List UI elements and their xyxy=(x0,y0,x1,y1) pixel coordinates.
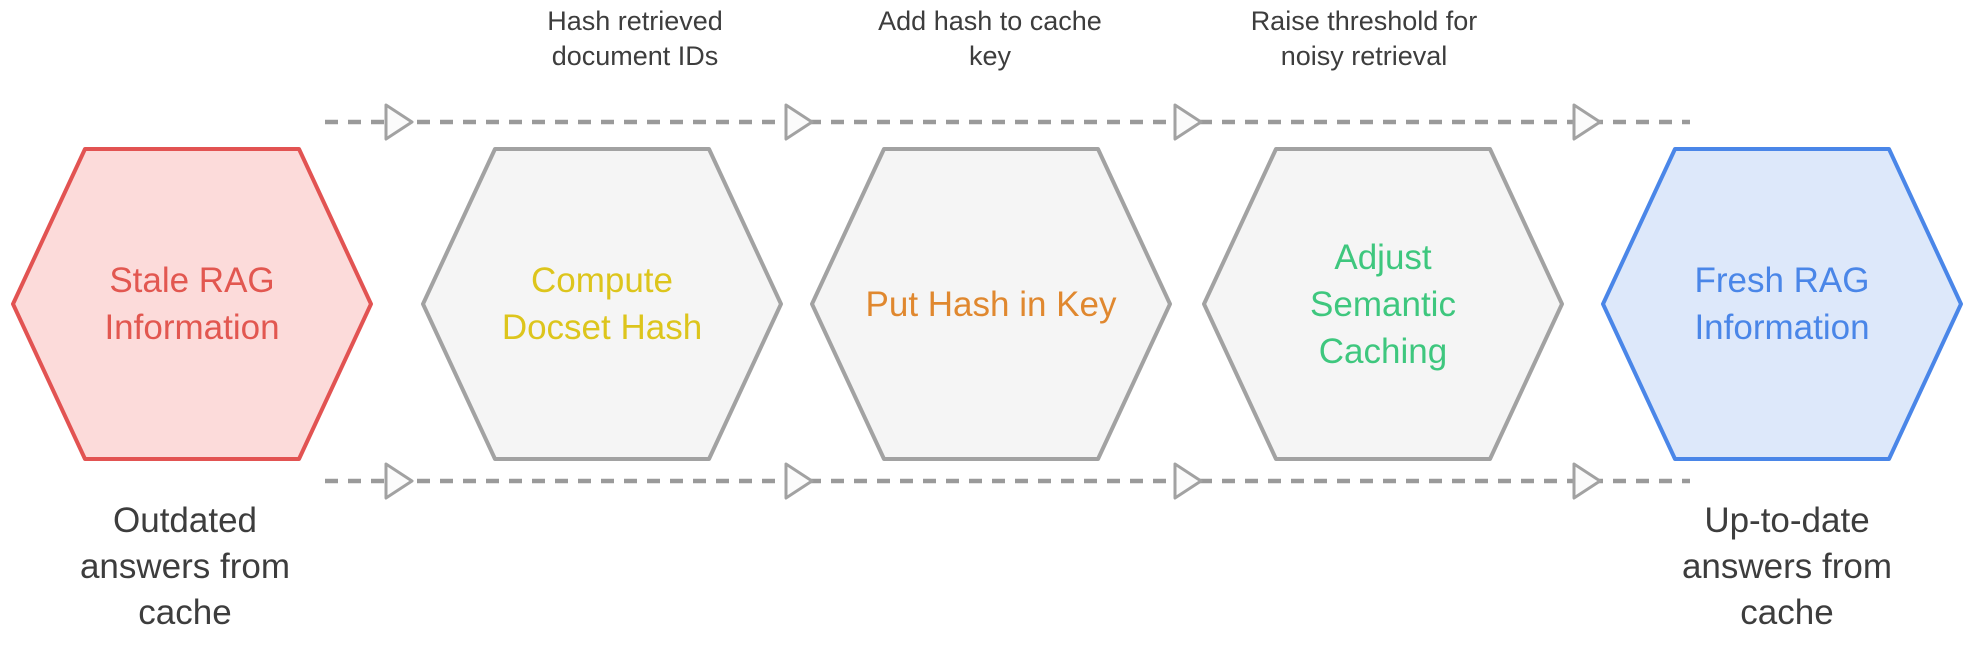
arrow-right-icon xyxy=(1173,103,1203,141)
node-stale-rag-information: Stale RAG Information xyxy=(10,146,374,462)
annotation-add-hash-to-cache-key: Add hash to cache key xyxy=(878,6,1102,71)
annotation-up-to-date-answers-from-cache: Up-to-date answers from cache xyxy=(1681,501,1893,632)
hexagon-shape xyxy=(1202,147,1564,461)
node-put-hash-in-key: Put Hash in Key xyxy=(809,146,1173,462)
hexagon-shape xyxy=(11,147,373,461)
arrow-right-icon xyxy=(384,103,414,141)
arrow-right-icon xyxy=(784,103,814,141)
arrow-right-icon xyxy=(784,462,814,500)
hexagon-shape xyxy=(421,147,783,461)
arrow-right-icon xyxy=(1173,462,1203,500)
node-adjust-semantic-caching: Adjust Semantic Caching xyxy=(1201,146,1565,462)
arrow-right-icon xyxy=(384,462,414,500)
annotation-outdated-answers-from-cache: Outdated answers from cache xyxy=(79,501,291,632)
arrow-right-icon xyxy=(1572,103,1602,141)
hexagon-shape xyxy=(1601,147,1963,461)
node-label: Adjust Semantic Caching xyxy=(1310,237,1456,371)
arrow-right-icon xyxy=(1572,462,1602,500)
hexagon-shape xyxy=(810,147,1172,461)
node-fresh-rag-information: Fresh RAG Information xyxy=(1600,146,1964,462)
annotation-raise-threshold-noisy-retrieval: Raise threshold for noisy retrieval xyxy=(1250,6,1478,71)
node-label: Stale RAG Information xyxy=(104,261,280,347)
node-label: Put Hash in Key xyxy=(865,284,1117,324)
node-compute-docset-hash: Compute Docset Hash xyxy=(420,146,784,462)
node-label: Fresh RAG Information xyxy=(1694,261,1870,347)
node-label: Compute Docset Hash xyxy=(501,261,703,347)
annotation-hash-retrieved-document-ids: Hash retrieved document IDs xyxy=(547,6,723,71)
